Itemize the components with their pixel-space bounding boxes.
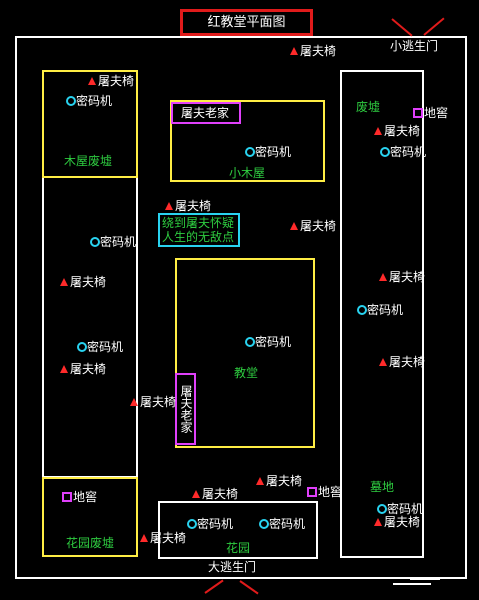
- wooden-house-ruins-label: 木屋废墟: [64, 154, 113, 168]
- chair-label: 屠夫椅: [389, 355, 426, 369]
- cellar-label: 地窖: [73, 490, 98, 504]
- chair-icon: [379, 273, 387, 281]
- garden-ruins-label: 花园废墟: [66, 536, 115, 550]
- chair-label: 屠夫椅: [140, 395, 177, 409]
- chair-icon: [290, 47, 298, 55]
- cipher-machine-icon: [245, 337, 255, 347]
- garden-ruins-outline: [42, 477, 138, 557]
- cipher-machine-icon: [187, 519, 197, 529]
- chair-label: 屠夫椅: [300, 44, 337, 58]
- chair-label: 屠夫椅: [70, 362, 107, 376]
- chair-icon: [374, 127, 382, 135]
- corner-mark: [410, 578, 440, 580]
- cipher-machine-icon: [66, 96, 76, 106]
- chair-icon: [130, 398, 138, 406]
- church-outline: [175, 258, 315, 448]
- cellar-icon: [307, 487, 317, 497]
- small-wooden-house-label: 小木屋: [229, 166, 266, 180]
- chair-icon: [60, 278, 68, 286]
- cellar-label: 地窖: [424, 106, 449, 120]
- graveyard-label: 墓地: [370, 480, 395, 494]
- cipher-machine-icon: [259, 519, 269, 529]
- chair-label: 屠夫椅: [300, 219, 337, 233]
- chair-label: 屠夫椅: [384, 515, 421, 529]
- chair-icon: [60, 365, 68, 373]
- map-title: 红教堂平面图: [180, 9, 313, 36]
- cipher-machine-label: 密码机: [100, 235, 137, 249]
- small-gate-label: 小逃生门: [390, 39, 439, 53]
- cellar-icon: [62, 492, 72, 502]
- chair-label: 屠夫椅: [175, 199, 212, 213]
- chair-label: 屠夫椅: [202, 487, 239, 501]
- safe-spot-note: 绕到屠夫怀疑人生的无敌点: [158, 213, 240, 247]
- cipher-machine-label: 密码机: [367, 303, 404, 317]
- chair-icon: [379, 358, 387, 366]
- chair-label: 屠夫椅: [70, 275, 107, 289]
- small-wooden-house-outline: [170, 100, 325, 182]
- cipher-machine-label: 密码机: [76, 94, 113, 108]
- garden-label: 花园: [226, 541, 251, 555]
- right-building-wall: [340, 70, 424, 558]
- big-gate-label: 大逃生门: [208, 560, 257, 574]
- cipher-machine-label: 密码机: [387, 502, 424, 516]
- ruins-label: 废墟: [356, 100, 381, 114]
- chair-icon: [192, 490, 200, 498]
- chair-label: 屠夫椅: [98, 74, 135, 88]
- small-gate-marker: [423, 17, 445, 36]
- chair-label: 屠夫椅: [150, 531, 187, 545]
- cellar-icon: [413, 108, 423, 118]
- small-gate-marker: [391, 18, 413, 37]
- butcher-old-home-top: 屠夫老家: [171, 102, 241, 124]
- cipher-machine-label: 密码机: [255, 335, 292, 349]
- big-gate-marker: [204, 579, 224, 594]
- chair-icon: [165, 202, 173, 210]
- chair-icon: [88, 77, 96, 85]
- cipher-machine-icon: [380, 147, 390, 157]
- cipher-machine-icon: [245, 147, 255, 157]
- chair-icon: [256, 477, 264, 485]
- wooden-house-ruins-outline: [42, 70, 138, 178]
- chair-icon: [140, 534, 148, 542]
- corner-mark: [393, 583, 431, 585]
- cipher-machine-label: 密码机: [269, 517, 306, 531]
- cipher-machine-label: 密码机: [87, 340, 124, 354]
- cipher-machine-icon: [377, 504, 387, 514]
- big-gate-marker: [239, 580, 259, 595]
- cipher-machine-label: 密码机: [390, 145, 427, 159]
- cipher-machine-label: 密码机: [255, 145, 292, 159]
- garden-outline: [158, 501, 318, 559]
- cipher-machine-icon: [77, 342, 87, 352]
- cipher-machine-label: 密码机: [197, 517, 234, 531]
- outer-wall: [15, 36, 467, 579]
- butcher-old-home-side: 屠夫老家: [175, 373, 196, 445]
- chair-label: 屠夫椅: [266, 474, 303, 488]
- cellar-label: 地窖: [318, 485, 343, 499]
- left-building-wall: [42, 176, 138, 478]
- chair-icon: [290, 222, 298, 230]
- church-label: 教堂: [234, 366, 259, 380]
- chair-label: 屠夫椅: [389, 270, 426, 284]
- cipher-machine-icon: [357, 305, 367, 315]
- chair-label: 屠夫椅: [384, 124, 421, 138]
- chair-icon: [374, 518, 382, 526]
- cipher-machine-icon: [90, 237, 100, 247]
